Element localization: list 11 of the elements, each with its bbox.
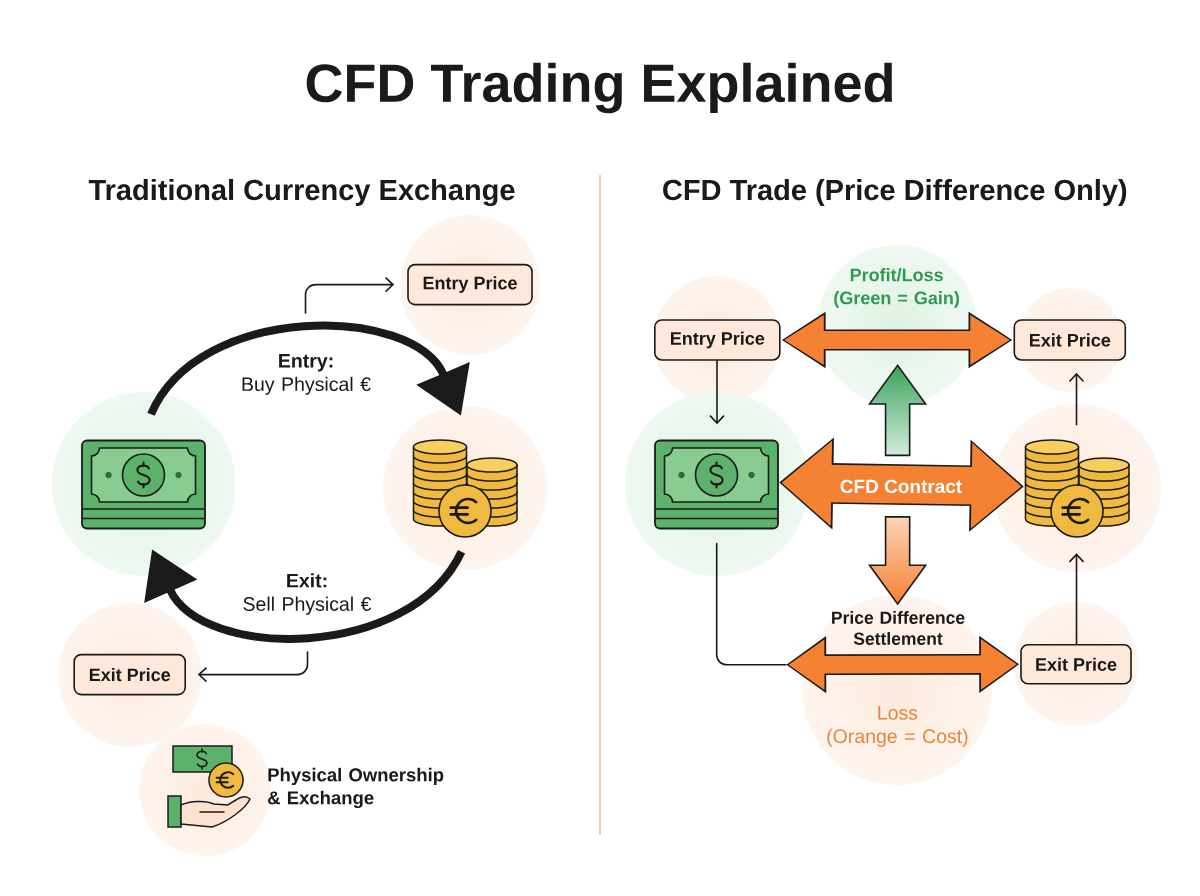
edge-label: Profit/Loss (Green = Gain): [834, 268, 959, 308]
curved-arrow: [147, 321, 470, 417]
edge-label: Exit: Sell Physical €: [243, 573, 372, 615]
section-heading: CFD Trade (Price Difference Only): [663, 178, 1127, 206]
edge-label: Price Difference Settlement: [832, 611, 965, 645]
elbow-arrow: [304, 276, 395, 314]
section-heading: Traditional Currency Exchange: [88, 178, 515, 207]
note-text: Loss (Orange = Cost): [827, 706, 968, 747]
title: CFD Trading Explained: [306, 62, 892, 114]
edge-label: Entry: Buy Physical €: [242, 354, 371, 395]
legend-text: Physical Ownership & Exchange: [268, 767, 444, 809]
